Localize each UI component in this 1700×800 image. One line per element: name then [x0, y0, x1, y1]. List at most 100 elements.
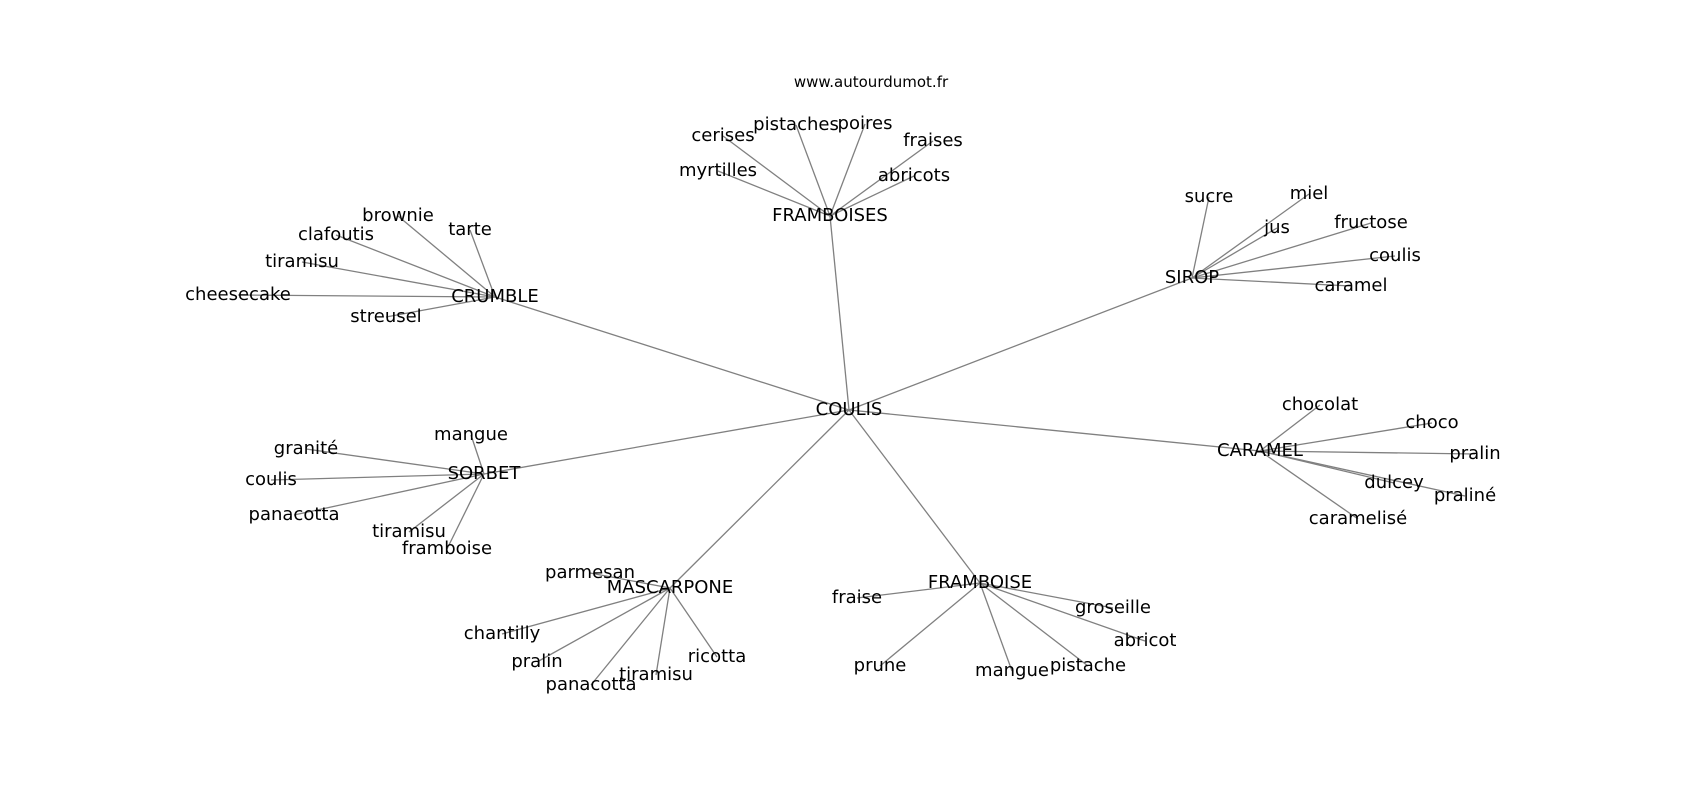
leaf-node: chocolat: [1281, 394, 1359, 415]
hub-node-sorbet: SORBET: [447, 463, 521, 484]
leaf-node: tiramisu: [372, 521, 446, 542]
edge-center-to-caramel: [848, 409, 1261, 452]
hub-node-sirop: SIROP: [1164, 267, 1220, 288]
edge-mascarpone-leaf: [655, 587, 671, 676]
site-url: www.autourdumot.fr: [793, 73, 949, 91]
hub-node-framboise: FRAMBOISE: [927, 572, 1033, 593]
edge-sorbet-leaf: [293, 473, 485, 516]
edge-caramel-leaf: [1259, 450, 1359, 520]
leaf-node: pralin: [1449, 443, 1501, 464]
leaf-node: pistache: [1049, 655, 1127, 676]
edge-center-to-mascarpone: [669, 409, 850, 589]
leaf-node: groseille: [1075, 597, 1151, 618]
leaf-node: panacotta: [545, 674, 637, 695]
leaf-node: mangue: [434, 424, 508, 445]
edge-sorbet-leaf: [446, 473, 485, 550]
leaf-node: choco: [1405, 412, 1459, 433]
leaf-node: fraise: [831, 587, 883, 608]
leaf-node: poires: [837, 113, 893, 134]
edge-sirop-leaf: [1191, 193, 1310, 279]
leaf-node: caramelisé: [1308, 508, 1408, 529]
edge-sorbet-leaf: [408, 473, 485, 533]
leaf-node: chantilly: [463, 623, 541, 644]
edge-sirop-leaf: [1191, 222, 1372, 279]
edge-sirop-leaf: [1191, 227, 1278, 279]
edge-crumble-leaf: [385, 296, 496, 318]
leaf-node: cheesecake: [185, 284, 291, 305]
edge-framboises-leaf: [795, 124, 831, 217]
leaf-node: streusel: [350, 306, 422, 327]
hub-node-framboises: FRAMBOISES: [772, 205, 888, 226]
leaf-node: framboise: [401, 538, 493, 559]
edge-caramel-leaf: [1259, 422, 1433, 452]
leaf-node: caramel: [1314, 275, 1388, 296]
edge-framboises-leaf: [829, 140, 934, 217]
leaf-node: dulcey: [1364, 472, 1424, 493]
edge-mascarpone-leaf: [589, 572, 671, 589]
leaf-node: tarte: [448, 219, 492, 240]
leaf-node: fructose: [1334, 212, 1408, 233]
edge-center-to-sirop: [848, 277, 1193, 411]
leaf-node: praliné: [1433, 485, 1497, 506]
leaf-node: panacotta: [248, 504, 340, 525]
edge-caramel-leaf: [1259, 404, 1321, 452]
edge-sorbet-leaf: [270, 473, 485, 481]
edge-center-to-framboise: [848, 409, 981, 584]
leaf-node: parmesan: [545, 562, 635, 583]
center-node: COULIS: [815, 399, 883, 420]
edge-center-to-framboises: [829, 215, 850, 411]
edge-mascarpone-leaf: [536, 587, 671, 663]
edge-sorbet-leaf: [305, 448, 485, 475]
leaf-node: coulis: [245, 469, 297, 490]
leaf-node: mangue: [975, 660, 1049, 681]
edge-sirop-leaf: [1191, 277, 1352, 287]
leaf-node: tiramisu: [265, 251, 339, 272]
leaf-node: ricotta: [687, 646, 747, 667]
leaf-node: cerises: [691, 125, 755, 146]
leaf-node: granité: [273, 438, 339, 459]
edge-sorbet-leaf: [470, 434, 485, 475]
edge-sirop-leaf: [1191, 196, 1210, 279]
edge-framboises-leaf: [722, 135, 831, 217]
edge-framboise-leaf: [979, 582, 1013, 672]
leaf-node: clafoutis: [297, 224, 375, 245]
hub-node-mascarpone: MASCARPONE: [606, 577, 734, 598]
edge-framboise-leaf: [979, 582, 1114, 609]
edge-mascarpone-leaf: [590, 587, 671, 686]
leaf-node: prune: [853, 655, 907, 676]
leaf-node: jus: [1264, 217, 1290, 238]
edge-framboise-leaf: [879, 582, 981, 667]
hub-node-caramel: CARAMEL: [1217, 440, 1303, 461]
edge-center-to-sorbet: [483, 409, 850, 475]
edge-center-to-crumble: [494, 296, 850, 411]
leaf-node: coulis: [1369, 245, 1421, 266]
hub-node-crumble: CRUMBLE: [451, 286, 539, 307]
edge-crumble-leaf: [335, 234, 496, 298]
edge-framboise-leaf: [979, 582, 1146, 642]
edge-caramel-leaf: [1259, 450, 1466, 497]
edge-crumble-leaf: [397, 215, 496, 298]
leaf-node: sucre: [1184, 186, 1234, 207]
leaf-node: brownie: [362, 205, 434, 226]
edge-framboise-leaf: [856, 582, 981, 599]
edge-crumble-leaf: [237, 294, 496, 298]
edge-framboises-leaf: [829, 123, 866, 217]
edge-crumble-leaf: [301, 261, 496, 298]
leaf-node: pralin: [511, 651, 563, 672]
leaf-node: tiramisu: [619, 664, 693, 685]
leaf-node: pistaches: [753, 114, 839, 135]
edge-sirop-leaf: [1191, 255, 1396, 279]
leaf-node: miel: [1289, 183, 1329, 204]
edge-framboises-leaf: [829, 175, 915, 217]
edge-framboise-leaf: [979, 582, 1089, 667]
leaf-node: abricots: [877, 165, 951, 186]
leaf-node: fraises: [903, 130, 963, 151]
edge-mascarpone-leaf: [501, 587, 671, 635]
edge-caramel-leaf: [1259, 450, 1476, 455]
leaf-node: myrtilles: [678, 160, 758, 181]
leaf-node: abricot: [1113, 630, 1177, 651]
edge-crumble-leaf: [469, 229, 496, 298]
edge-mascarpone-leaf: [669, 587, 718, 658]
